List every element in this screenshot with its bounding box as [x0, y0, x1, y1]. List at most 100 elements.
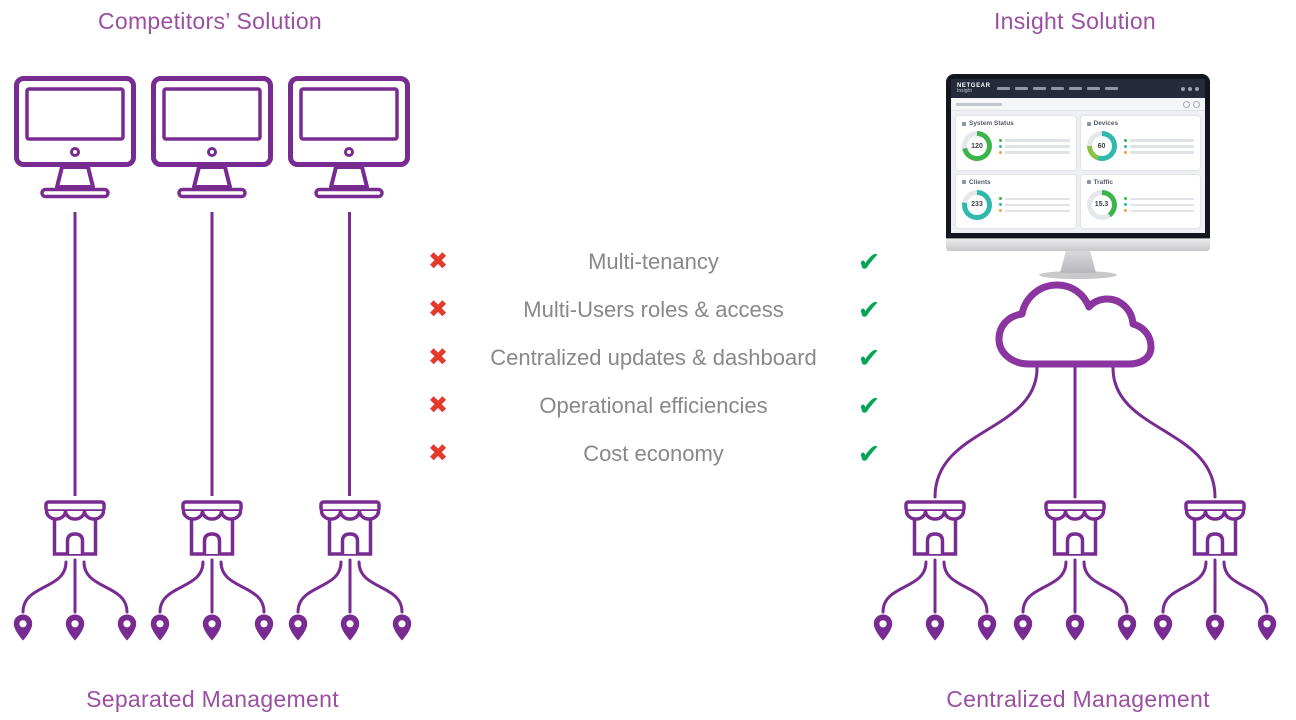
location-pin-icon	[1013, 614, 1033, 641]
store-icon	[1184, 500, 1246, 556]
location-pin-icon	[254, 614, 274, 641]
comparison-label: Multi-Users roles & access	[523, 297, 784, 322]
comparison-list: ✖ Multi-tenancy ✔ ✖ Multi-Users roles & …	[416, 238, 891, 478]
comparison-label: Multi-tenancy	[588, 249, 719, 274]
comparison-label: Cost economy	[583, 441, 724, 466]
dashboard-tool-icon	[1193, 100, 1200, 108]
card-legend-placeholder	[999, 138, 1070, 154]
cloud-icon	[995, 281, 1155, 368]
location-pin-icon	[117, 614, 137, 641]
card-icon	[962, 180, 966, 184]
check-icon: ✔	[857, 294, 881, 325]
comparison-row: ✖ Multi-Users roles & access ✔	[416, 286, 891, 334]
card-icon	[962, 121, 966, 126]
store-icon	[1044, 500, 1106, 556]
cloud-connector-line	[933, 364, 1217, 499]
branch-lines	[1161, 558, 1269, 614]
location-pin-icon	[1153, 614, 1173, 641]
comparison-row: ✖ Centralized updates & dashboard ✔	[416, 334, 891, 382]
competitor-monitor-icon	[154, 79, 271, 197]
gauge-value: 120	[967, 136, 987, 157]
check-icon: ✔	[857, 438, 881, 469]
cross-icon: ✖	[427, 248, 449, 275]
monitor-chin	[946, 238, 1210, 251]
branch-lines	[881, 558, 989, 614]
card-legend-placeholder	[1123, 138, 1194, 154]
branch-lines	[21, 558, 129, 614]
cross-icon: ✖	[427, 296, 449, 323]
location-pin-icon	[392, 614, 412, 641]
competitors-title: Competitors’ Solution	[97, 8, 323, 34]
connector-line	[73, 212, 351, 496]
card-title: System Status	[969, 120, 1014, 127]
separated-management-caption: Separated Management	[86, 686, 339, 712]
location-pin-icon	[288, 614, 308, 641]
check-icon: ✔	[857, 390, 881, 421]
gauge-value: 60	[1091, 136, 1112, 157]
monitor-stand	[1060, 251, 1096, 273]
insight-title: Insight Solution	[993, 8, 1157, 34]
location-pin-icon	[1065, 614, 1085, 641]
check-icon: ✔	[857, 246, 881, 277]
comparison-row: ✖ Multi-tenancy ✔	[416, 238, 891, 286]
competitor-monitor-icon	[17, 79, 134, 197]
cross-icon: ✖	[427, 392, 449, 419]
insight-dashboard: NETGEAR Insight	[951, 79, 1205, 233]
card-legend-placeholder	[1123, 197, 1194, 213]
card-title: Traffic	[1093, 178, 1114, 186]
card-icon	[1086, 121, 1091, 126]
check-icon: ✔	[857, 342, 881, 373]
donut-gauge: 15.3	[1086, 189, 1117, 220]
dashboard-card: System Status 120	[956, 116, 1076, 170]
location-pin-icon	[65, 614, 85, 641]
breadcrumb-placeholder	[956, 102, 1002, 106]
location-pin-icon	[977, 614, 997, 641]
dashboard-cards: System Status 120 Devices	[951, 111, 1205, 233]
netgear-logo: NETGEAR Insight	[957, 83, 991, 95]
location-pin-icon	[1205, 614, 1225, 641]
store-icon	[904, 500, 966, 556]
branch-lines	[158, 558, 266, 614]
insight-monitor: NETGEAR Insight	[946, 74, 1210, 279]
location-pin-icon	[1257, 614, 1277, 641]
location-pin-icon	[925, 614, 945, 641]
store-icon	[181, 500, 243, 556]
competitor-monitor-icon	[291, 79, 408, 197]
cross-icon: ✖	[427, 440, 449, 467]
product-name: Insight	[957, 88, 972, 95]
card-title: Clients	[969, 178, 991, 186]
location-pin-icon	[150, 614, 170, 641]
location-pin-icon	[13, 614, 33, 641]
store-icon	[44, 500, 106, 556]
location-pin-icon	[873, 614, 893, 641]
monitor-base	[1039, 271, 1117, 279]
donut-gauge: 60	[1086, 131, 1117, 162]
brand-name: NETGEAR	[957, 82, 991, 89]
donut-gauge: 233	[962, 189, 992, 220]
card-legend-placeholder	[999, 197, 1070, 213]
comparison-row: ✖ Cost economy ✔	[416, 430, 891, 478]
dashboard-card: Clients 233	[956, 174, 1076, 228]
branch-lines	[296, 558, 404, 614]
comparison-label: Centralized updates & dashboard	[490, 345, 817, 370]
cross-icon: ✖	[427, 344, 449, 371]
dashboard-subbar	[951, 98, 1205, 111]
location-pin-icon	[1117, 614, 1137, 641]
nav-menu-placeholder	[996, 87, 1181, 90]
comparison-row: ✖ Operational efficiencies ✔	[416, 382, 891, 430]
location-pin-icon	[202, 614, 222, 641]
store-icon	[319, 500, 381, 556]
dashboard-card: Traffic 15.3	[1080, 174, 1200, 228]
comparison-label: Operational efficiencies	[539, 393, 768, 418]
centralized-management-caption: Centralized Management	[946, 686, 1210, 712]
gauge-value: 15.3	[1091, 194, 1112, 215]
location-pin-icon	[340, 614, 360, 641]
gauge-value: 233	[967, 194, 987, 215]
card-icon	[1086, 180, 1091, 184]
branch-lines	[1021, 558, 1129, 614]
donut-gauge: 120	[962, 131, 992, 162]
card-title: Devices	[1093, 120, 1119, 127]
monitor-bezel: NETGEAR Insight	[946, 74, 1210, 238]
dashboard-navbar: NETGEAR Insight	[951, 79, 1205, 98]
